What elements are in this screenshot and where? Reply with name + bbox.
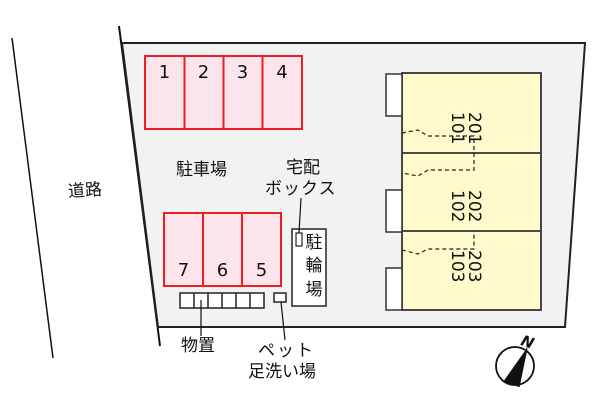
unit-202: 202 [464,190,484,223]
unit-label-202-102: 202 102 [447,190,484,223]
parking-space-3: 3 [236,62,249,83]
parking-space-4: 4 [276,62,288,83]
parking-space-7: 7 [177,260,190,281]
delivery-box [295,232,303,247]
parking-block-top [144,55,303,130]
road-edge-left [11,37,54,359]
unit-102: 102 [447,190,467,223]
delivery-box-leader-line [298,197,302,234]
parking-label: 駐車場 [176,160,227,180]
storage-label: 物置 [181,336,215,356]
pet-wash-box [273,292,287,303]
parking-space-6: 6 [216,260,229,281]
bicycle-parking-char-3: 場 [305,280,323,300]
delivery-box-label-line1: 宅配 [286,158,320,178]
bicycle-parking-char-1: 駐 [305,233,323,253]
unit-label-203-103: 203 103 [447,250,484,283]
parking-space-2: 2 [197,62,210,83]
unit-103: 103 [447,250,467,283]
parking-space-1: 1 [158,62,171,83]
pet-wash-leader-line [280,301,286,341]
delivery-box-label-line2: ボックス [265,179,337,199]
unit-label-201-101: 201 101 [447,112,484,145]
unit-201: 201 [464,112,484,145]
storage-units [179,292,265,309]
pet-wash-label-line2: 足洗い場 [248,362,316,382]
road-label: 道路 [67,179,103,203]
parking-space-5: 5 [255,260,268,281]
bicycle-parking-char-2: 輪 [305,256,323,276]
unit-203: 203 [464,250,484,283]
pet-wash-label-line1: ペット [258,341,315,361]
parking-block-bottom [163,212,282,287]
unit-101: 101 [447,112,467,145]
north-arrow-icon [495,346,535,388]
building [385,72,542,311]
